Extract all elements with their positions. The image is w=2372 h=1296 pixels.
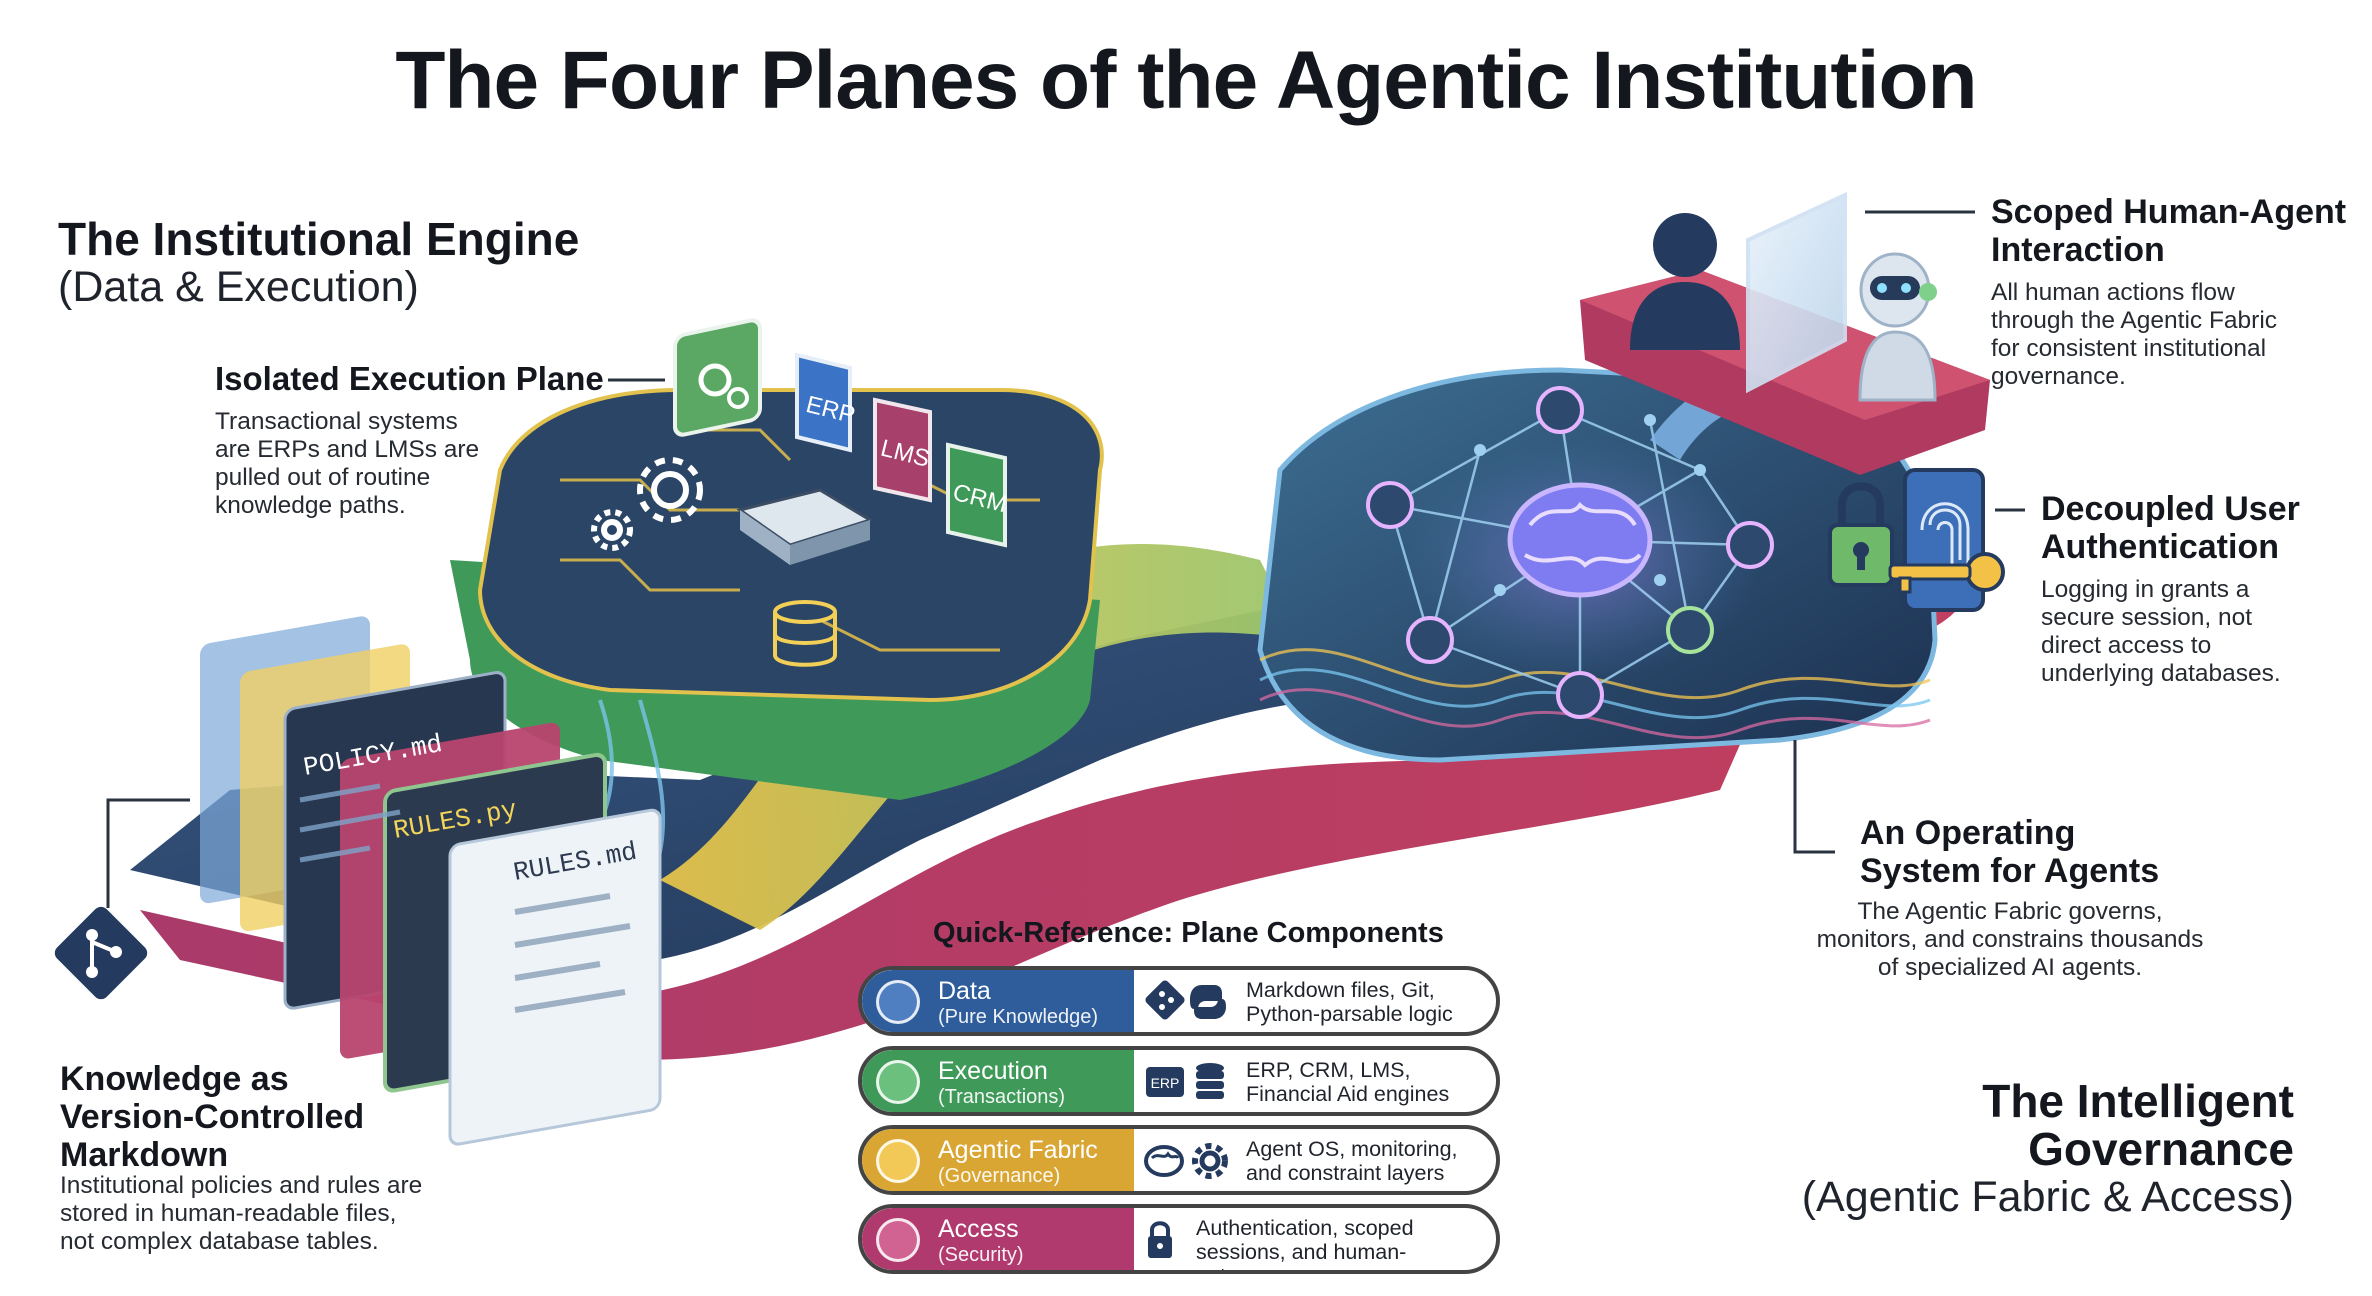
access-base-plane: [140, 540, 1971, 1060]
glass-screen: [1746, 191, 1847, 394]
intelligent-governance-title: The Intelligent: [1982, 1075, 2294, 1127]
fabric-plane-description: Agent OS, monitoring, and constraint lay…: [1246, 1137, 1458, 1185]
quick-reference-row-execution: Execution (Transactions) ERP ERP, CRM, L…: [858, 1046, 1500, 1116]
access-plane-description: Authentication, scoped sessions, and hum…: [1196, 1216, 1414, 1270]
knowledge-markdown-body: Institutional policies and rules are sto…: [60, 1172, 423, 1255]
settings-tile: [673, 318, 762, 437]
data-color-dot: [876, 980, 920, 1024]
quick-reference-row-data: Data (Pure Knowledge) Markdown files, Gi…: [858, 966, 1500, 1036]
markdown-documents: POLICY.md RULES.py RULES.md: [200, 616, 662, 1146]
brain-gear-icons: [1144, 1143, 1228, 1179]
fingerprint-icon: [1903, 468, 1985, 612]
brain-icon: [1507, 482, 1653, 598]
page-title: The Four Planes of the Agentic Instituti…: [395, 35, 1977, 126]
git-python-icons: [1145, 980, 1226, 1020]
key-icon: [1888, 552, 2005, 594]
gear-icon: [591, 457, 703, 551]
quick-reference-row-access: Access (Security) Authentication, scoped…: [858, 1204, 1500, 1274]
git-icon: [1145, 980, 1185, 1020]
python-icon: [1190, 985, 1226, 1019]
quick-reference-row-fabric: Agentic Fabric (Governance) Agent OS, mo…: [858, 1125, 1500, 1195]
lms-tile: LMS: [873, 397, 932, 503]
decoupled-auth-title: Decoupled User Authentication: [2041, 490, 2300, 566]
decoupled-auth-body: Logging in grants a secure session, not …: [2041, 576, 2281, 687]
database-icon: [1196, 1063, 1224, 1099]
robot-icon: [1858, 252, 1937, 402]
scoped-interaction-body: All human actions flow through the Agent…: [1991, 279, 2278, 390]
isolated-execution-body: Transactional systems are ERPs and LMSs …: [215, 408, 480, 519]
access-color-dot: [876, 1218, 920, 1262]
brain-icon: [1144, 1145, 1184, 1177]
intelligent-governance-subtitle: (Agentic Fabric & Access): [1801, 1173, 2294, 1221]
erp-database-icons: ERP: [1146, 1063, 1224, 1099]
git-icon: [54, 906, 148, 1000]
erp-tile: ERP: [795, 352, 858, 453]
operating-system-body: The Agentic Fabric governs, monitors, an…: [1816, 898, 2204, 981]
institutional-engine-title: The Institutional Engine: [58, 213, 580, 265]
knowledge-markdown-title: Knowledge as Version-Controlled Markdown: [60, 1060, 365, 1174]
scoped-interaction-title: Scoped Human-Agent Interaction: [1991, 193, 2347, 269]
institutional-engine-subtitle: (Data & Execution): [58, 263, 419, 311]
brain-nodes: [1366, 386, 1774, 719]
fabric-plane-label: Agentic Fabric (Governance): [862, 1129, 1134, 1191]
operating-system-title: An Operating System for Agents: [1860, 814, 2160, 890]
data-plane-label: Data (Pure Knowledge): [862, 970, 1134, 1032]
gear-icon: [1192, 1143, 1228, 1179]
lock-icons: [1148, 1221, 1172, 1258]
execution-plane-description: ERP, CRM, LMS, Financial Aid engines: [1246, 1058, 1450, 1106]
fabric-flow-ribbon: [660, 544, 1300, 930]
person-icon: [1630, 213, 1740, 350]
execution-plane-label: Execution (Transactions): [862, 1050, 1134, 1112]
erp-badge-icon: ERP: [1146, 1067, 1184, 1097]
execution-color-dot: [876, 1060, 920, 1104]
isolated-execution-title: Isolated Execution Plane: [215, 360, 604, 397]
chip-icon: [736, 488, 874, 565]
lock-icon: [1148, 1221, 1172, 1258]
fabric-color-dot: [876, 1139, 920, 1183]
lock-icon: [1828, 482, 1894, 587]
svg-text:ERP: ERP: [1151, 1075, 1180, 1091]
crm-tile: CRM: [946, 442, 1010, 548]
quick-reference-title: Quick-Reference: Plane Components: [933, 917, 1444, 949]
database-icon: [773, 600, 837, 667]
intelligent-governance-title-line2: Governance: [2028, 1123, 2294, 1175]
data-plane-description: Markdown files, Git, Python-parsable log…: [1246, 978, 1453, 1026]
access-plane-label: Access (Security): [862, 1208, 1134, 1270]
